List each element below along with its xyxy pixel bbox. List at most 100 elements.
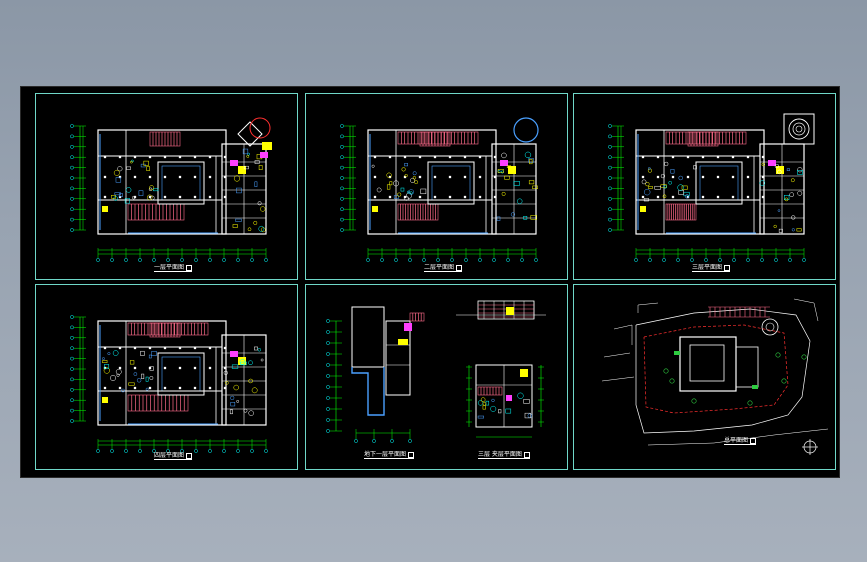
- axis-bubble: [608, 134, 612, 139]
- title-site-plan: 总平面图: [724, 437, 757, 445]
- column: [118, 155, 122, 159]
- axis-bubble: [208, 449, 212, 453]
- axis-bubble: [340, 144, 344, 149]
- axis-bubble: [340, 124, 344, 128]
- furniture: [393, 180, 400, 187]
- column: [118, 366, 122, 370]
- exterior-wall: [97, 129, 227, 235]
- axis-bubble: [608, 207, 612, 212]
- column: [418, 195, 422, 199]
- column: [686, 155, 690, 159]
- axis-bubble: [180, 449, 184, 453]
- tower-ring: [765, 322, 775, 332]
- axis-bubble: [70, 377, 74, 382]
- column: [418, 155, 422, 159]
- title-mark-icon: [523, 451, 530, 458]
- panel-floor-plan-2[interactable]: 二层平面图: [305, 93, 568, 280]
- axis-bubble: [608, 155, 612, 160]
- column: [163, 195, 167, 199]
- axis-bubble: [166, 258, 170, 262]
- axis-bubble: [152, 449, 156, 453]
- context-line: [603, 352, 631, 358]
- furniture: [654, 185, 661, 190]
- furniture: [527, 413, 533, 418]
- furniture: [778, 228, 783, 233]
- furniture: [115, 177, 122, 183]
- axis-bubble: [70, 387, 74, 392]
- column: [463, 195, 467, 199]
- furniture: [260, 358, 264, 362]
- room-fill: [508, 166, 516, 174]
- axis-bubble: [634, 258, 638, 262]
- furniture: [231, 364, 239, 369]
- axis-bubble: [70, 207, 74, 212]
- room-fill: [372, 206, 378, 212]
- tree-icon: [781, 378, 787, 384]
- furniture: [529, 159, 533, 165]
- column: [208, 175, 212, 179]
- axis-bubble: [534, 258, 538, 262]
- tower-outline: [783, 113, 815, 145]
- furniture: [664, 161, 669, 167]
- furniture: [477, 415, 484, 419]
- plan-drawing: [70, 315, 268, 453]
- axis-bubble: [608, 165, 612, 170]
- panel-floor-plan-3[interactable]: 三层平面图: [573, 93, 836, 280]
- axis-bubble: [222, 258, 226, 262]
- column: [433, 155, 437, 159]
- axis-bubble: [70, 408, 74, 413]
- panel-basement-plan[interactable]: 地下一层平面图三层 夹层平面图: [305, 284, 568, 470]
- context-line: [647, 428, 829, 446]
- axis-bubble: [70, 346, 74, 351]
- column: [178, 195, 182, 199]
- axis-bubble: [70, 186, 74, 191]
- column: [163, 346, 167, 350]
- furniture: [149, 185, 155, 191]
- title-mezzanine: 三层 夹层平面图: [478, 451, 530, 459]
- axis-bubble: [70, 367, 74, 371]
- room-fill: [238, 357, 246, 365]
- toilet-fill: [768, 160, 776, 166]
- title-mark-icon: [750, 437, 757, 444]
- furniture: [149, 376, 154, 380]
- furniture: [141, 373, 145, 379]
- furniture: [670, 169, 675, 174]
- panel-floor-plan-4[interactable]: 四层平面图: [35, 284, 298, 470]
- axis-bubble: [340, 155, 344, 160]
- furniture: [513, 181, 520, 186]
- axis-bubble: [96, 258, 100, 262]
- room-fill: [520, 369, 528, 377]
- furniture: [501, 191, 506, 196]
- axis-bubble: [236, 449, 240, 453]
- exterior-wall: [635, 129, 765, 235]
- room-fill: [102, 206, 108, 212]
- tower-ring: [788, 118, 810, 140]
- panel-floor-plan-1[interactable]: 一层平面图: [35, 93, 298, 280]
- furniture: [104, 364, 110, 369]
- furniture: [506, 165, 511, 168]
- furniture: [257, 201, 262, 206]
- room-fill: [102, 397, 108, 403]
- column: [746, 175, 750, 179]
- axis-bubble: [180, 258, 184, 262]
- furniture: [420, 188, 427, 195]
- column: [193, 195, 197, 199]
- panel-site-plan[interactable]: 总平面图: [573, 284, 836, 470]
- furniture: [115, 368, 122, 375]
- axis-bubble: [138, 449, 142, 453]
- column: [193, 386, 197, 390]
- column: [641, 175, 645, 179]
- furniture: [501, 152, 507, 159]
- furniture: [258, 165, 263, 171]
- axis-bubble: [110, 258, 114, 262]
- tower-ring: [249, 117, 271, 139]
- axis-bubble: [704, 258, 708, 262]
- furniture: [121, 388, 125, 393]
- axis-bubble: [70, 419, 74, 423]
- furniture: [230, 401, 236, 407]
- axis-bubble: [264, 449, 268, 453]
- lawn-fill: [674, 351, 680, 355]
- furniture: [148, 354, 152, 359]
- column: [761, 195, 765, 199]
- column: [178, 366, 182, 370]
